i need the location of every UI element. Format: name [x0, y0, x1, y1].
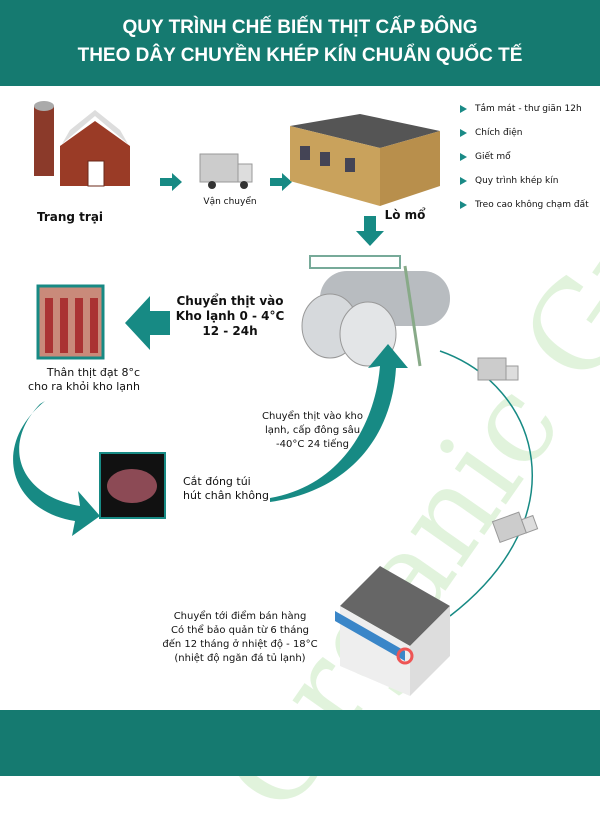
- slaughterhouse-label: Lò mổ: [384, 208, 426, 222]
- diagram-graphics: [13, 101, 539, 696]
- bullet-triangle-icon: [460, 177, 467, 185]
- slaughter-steps-list: Tắm mát - thư giãn 12h Chích điện Giết m…: [460, 97, 589, 217]
- slaughterhouse-icon: [290, 114, 440, 206]
- truck-icon: [491, 511, 539, 544]
- arrow-right-icon: [160, 173, 182, 191]
- list-item: Quy trình khép kín: [460, 169, 589, 193]
- bullet-triangle-icon: [460, 129, 467, 137]
- arrow-left-icon: [125, 296, 170, 350]
- transport-label: Vận chuyển: [203, 197, 257, 207]
- arrow-right-icon: [270, 173, 292, 191]
- title-line-2: THEO DÂY CHUYỀN KHÉP KÍN CHUẨN QUỐC TẾ: [77, 45, 523, 66]
- shop-icon: [335, 566, 450, 696]
- header: QUY TRÌNH CHẾ BIẾN THỊT CẤP ĐÔNG THEO DÂ…: [0, 0, 600, 86]
- list-item: Tắm mát - thư giãn 12h: [460, 97, 589, 121]
- bullet-triangle-icon: [460, 153, 467, 161]
- list-item: Giết mổ: [460, 145, 589, 169]
- arrow-down-icon: [356, 216, 384, 246]
- route-line: [439, 350, 533, 617]
- curved-arrow-up-icon: [270, 344, 408, 502]
- freezer-tanks-icon: [301, 255, 450, 367]
- bullet-triangle-icon: [460, 201, 467, 209]
- bullet-triangle-icon: [460, 105, 467, 113]
- footer-band: [0, 710, 600, 776]
- list-item: Treo cao không chạm đất: [460, 193, 589, 217]
- farm-icon: [34, 101, 130, 187]
- list-item: Chích điện: [460, 121, 589, 145]
- title-line-1: QUY TRÌNH CHẾ BIẾN THỊT CẤP ĐÔNG: [122, 17, 478, 38]
- curved-arrow-icon: [13, 401, 100, 536]
- truck-icon: [477, 357, 519, 381]
- farm-label: Trang trại: [36, 210, 104, 224]
- truck-icon: [199, 153, 253, 189]
